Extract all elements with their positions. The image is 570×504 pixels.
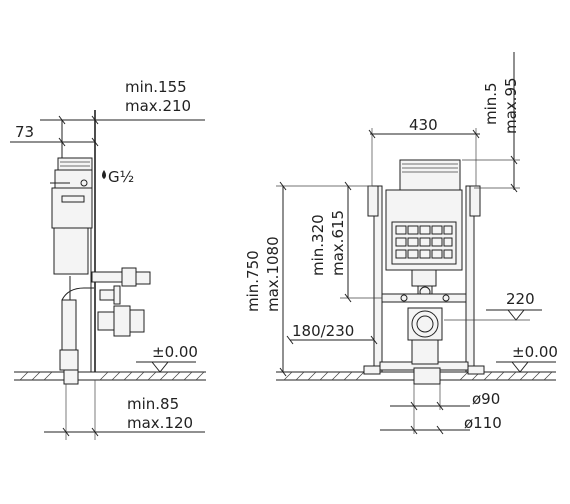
level-marker-icon (496, 361, 556, 373)
front-dim-right: 220 (506, 290, 535, 308)
front-dim-top-max: max.95 (502, 77, 520, 134)
side-level-label: ±0.00 (152, 343, 198, 361)
level-marker-icon (136, 361, 196, 373)
side-dim-top-max: max.210 (125, 97, 191, 115)
side-cistern (50, 157, 93, 275)
side-view: min.155 max.210 73 G½ ±0.00 min.85 max.1… (10, 78, 206, 440)
front-dia-large: ø110 (464, 414, 502, 432)
front-dim-top-min: min.5 (482, 82, 500, 125)
side-thread-label: G½ (108, 168, 134, 186)
front-level-label: ±0.00 (512, 343, 558, 361)
front-dim-height-min: min.750 (244, 250, 262, 312)
side-pipes (59, 267, 151, 385)
front-dim-width: 430 (409, 116, 438, 134)
front-dim-mid-min: min.320 (309, 214, 327, 276)
level-marker-icon (486, 309, 542, 321)
side-dim-left: 73 (15, 123, 34, 141)
side-floor (14, 371, 206, 381)
front-frame (363, 185, 485, 375)
front-dim-offset: 180/230 (292, 322, 354, 340)
front-outlet (381, 293, 467, 385)
front-dim-mid-max: max.615 (329, 210, 347, 276)
front-dia-small: ø90 (472, 390, 500, 408)
front-flush-top (399, 159, 461, 191)
side-dim-bottom-max: max.120 (127, 414, 193, 432)
water-drop-icon (102, 170, 106, 179)
front-view: 430 min.5 max.95 min.750 max.1080 min.32… (244, 52, 558, 435)
side-dim-bottom-min: min.85 (127, 395, 179, 413)
side-dim-top-min: min.155 (125, 78, 187, 96)
front-cistern (385, 189, 463, 301)
front-dim-height-max: max.1080 (264, 236, 282, 312)
